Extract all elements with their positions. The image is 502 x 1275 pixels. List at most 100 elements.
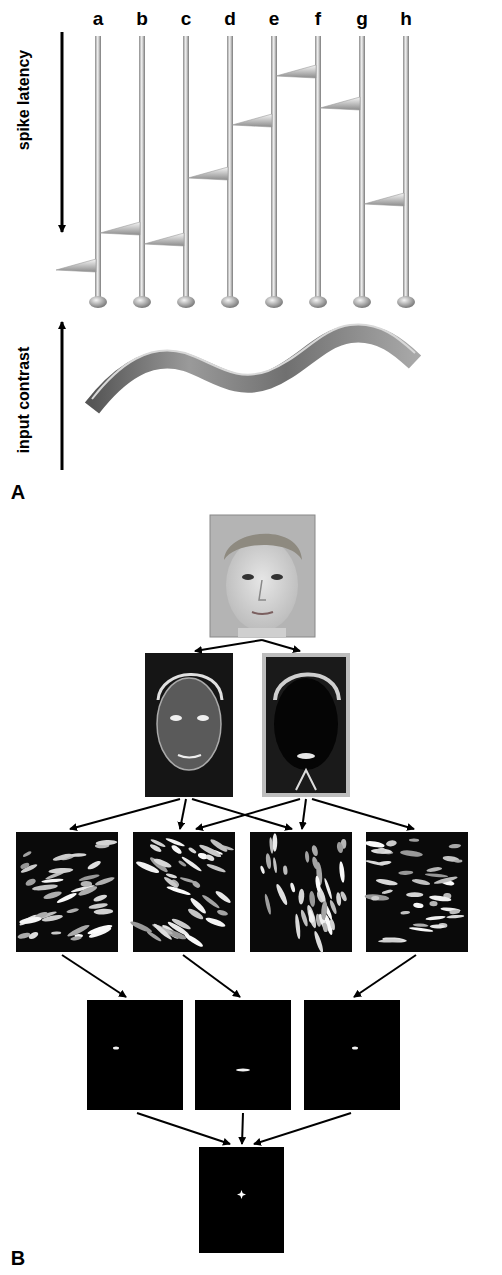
edge-streak — [429, 901, 437, 907]
edge-streak — [339, 891, 347, 902]
edge-streak — [135, 860, 160, 875]
neuron-letter: c — [181, 9, 192, 28]
edge-streak — [165, 837, 185, 848]
face-map — [199, 1147, 284, 1253]
edge-streak — [426, 866, 442, 873]
edge-streak — [272, 857, 277, 873]
edge-streak — [32, 883, 58, 891]
process-arrow — [192, 799, 292, 829]
edge-streak — [430, 924, 445, 928]
edge-streak — [309, 891, 316, 907]
neuron-pole — [403, 36, 409, 298]
face-spot — [237, 1190, 246, 1199]
edge-streak — [129, 920, 153, 935]
edge-streak — [178, 860, 187, 868]
contrast-arrow — [61, 322, 64, 470]
process-arrow — [137, 1113, 230, 1144]
neuron-pole — [139, 36, 145, 298]
neuron-letter: f — [315, 9, 321, 28]
edge-streak — [19, 916, 42, 925]
edge-streak — [66, 907, 79, 913]
edge-streak — [336, 841, 344, 853]
process-arrow — [62, 955, 126, 997]
edge-streak — [88, 902, 108, 910]
edge-streak — [216, 909, 228, 917]
edge-streak — [371, 896, 379, 901]
process-arrow — [196, 799, 300, 829]
axis-label: input contrast — [16, 347, 32, 454]
axis-label: spike latency — [16, 50, 32, 151]
on-center-image — [145, 653, 233, 797]
edge-streak — [409, 838, 419, 841]
face-photo — [210, 515, 315, 637]
edge-streak — [87, 923, 113, 936]
feature-spot — [236, 1069, 250, 1072]
edge-streak — [187, 907, 205, 921]
edge-streak — [406, 892, 423, 897]
edge-streak — [22, 850, 32, 858]
edge-streak — [183, 932, 204, 948]
edge-streak — [153, 857, 173, 869]
edge-streak — [449, 909, 460, 915]
edge-streak — [93, 908, 113, 915]
edge-streak — [56, 891, 78, 904]
contrast-ribbon — [92, 333, 415, 408]
edge-streak — [81, 881, 93, 887]
edge-streak — [260, 865, 266, 874]
edge-streak — [308, 909, 314, 920]
edge-streak — [329, 918, 336, 930]
edge-streak — [93, 893, 108, 903]
edge-streak — [275, 883, 290, 906]
edge-streak — [20, 862, 31, 870]
process-arrow — [312, 799, 414, 829]
edge-streak — [48, 867, 73, 874]
neuron-letter: d — [224, 9, 236, 28]
edge-streak — [400, 849, 423, 857]
process-arrow — [70, 799, 180, 829]
edge-streak — [283, 865, 288, 875]
process-arrow — [254, 1113, 351, 1144]
neuron-soma — [177, 296, 195, 308]
edge-streak — [311, 856, 320, 870]
edge-streak — [205, 916, 227, 929]
edge-streak — [411, 878, 430, 886]
edge-streak — [214, 889, 232, 904]
edge-streak — [425, 873, 449, 878]
neuron-soma — [221, 296, 239, 308]
edge-streak — [188, 847, 197, 855]
edge-streak — [264, 893, 273, 915]
edge-streak — [171, 917, 192, 931]
feature-spot — [352, 1047, 358, 1050]
neuron-soma — [397, 296, 415, 308]
spike-flag — [100, 222, 140, 235]
neuron-pole — [359, 36, 365, 298]
edge-streak — [294, 914, 301, 940]
process-arrow — [262, 640, 300, 651]
edge-streak — [166, 885, 191, 896]
spike-flag — [232, 114, 272, 127]
edge-streak — [446, 914, 464, 919]
edge-streak — [94, 876, 115, 887]
edge-streak — [413, 923, 429, 927]
edge-streak — [315, 875, 322, 892]
edge-streak — [265, 853, 272, 869]
process-arrow — [242, 1113, 243, 1144]
process-arrow — [354, 955, 416, 997]
neuron-soma — [309, 296, 327, 308]
edge-streak — [378, 939, 402, 943]
orientation-map — [250, 832, 352, 952]
edge-streak — [165, 873, 177, 880]
edge-streak — [25, 877, 37, 887]
edge-streak — [449, 844, 462, 849]
feature-maps — [87, 1000, 400, 1110]
edge-streak — [413, 902, 424, 908]
edge-streak — [338, 861, 345, 883]
edge-streak — [52, 852, 72, 862]
edge-streak — [205, 853, 215, 862]
edge-streak — [269, 837, 274, 854]
spike-flag — [320, 97, 360, 110]
orientation-maps — [16, 832, 468, 954]
edge-streak — [150, 838, 166, 848]
edge-streak — [191, 880, 201, 889]
